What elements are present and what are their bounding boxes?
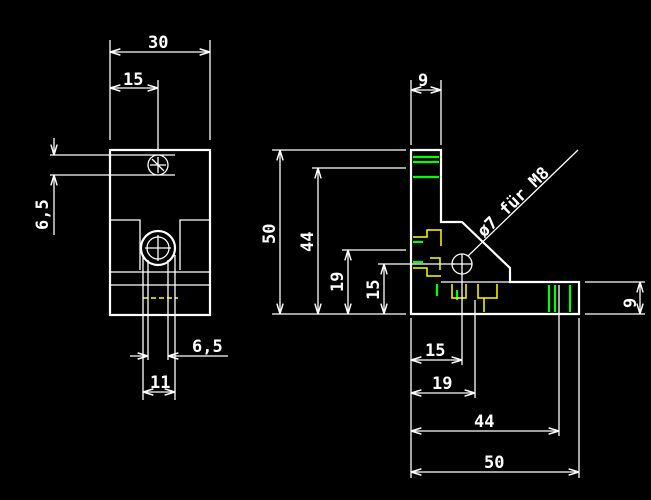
- dim-side-height: 50: [260, 224, 280, 244]
- front-upper-hole-symbol: [147, 154, 169, 176]
- dim-side-hole-44: 44: [298, 232, 318, 252]
- dim-bottom-44: 44: [474, 412, 494, 432]
- side-view-outline: [409, 148, 581, 316]
- front-view: 30 15 6,5 6,5 11: [33, 33, 228, 400]
- front-view-slot: [110, 219, 210, 270]
- dim-side-hole-19: 19: [328, 272, 348, 292]
- dim-front-hole-y: 6,5: [33, 199, 53, 230]
- dim-side-thickness-top: 9: [418, 71, 428, 91]
- dim-side-thickness-right: 9: [621, 298, 641, 308]
- callout-leader: [467, 149, 579, 257]
- callout-thread-size: ø7 für M8: [474, 163, 554, 241]
- side-hidden-lines: [413, 229, 498, 312]
- dim-front-width: 30: [148, 33, 168, 53]
- dim-front-slot-width: 11: [150, 373, 170, 393]
- dim-front-slot-offset: 6,5: [192, 337, 223, 357]
- side-thread-marks: [413, 155, 572, 312]
- front-view-outline: [108, 148, 212, 317]
- side-view: ø7 für M8 9 50 44 19 15 9 15: [260, 71, 645, 478]
- dim-bottom-19: 19: [432, 374, 452, 394]
- dim-side-hole-15: 15: [364, 280, 384, 300]
- dim-front-hole-x: 15: [123, 70, 143, 90]
- dim-bottom-50: 50: [484, 453, 504, 473]
- dim-bottom-15: 15: [425, 341, 445, 361]
- front-lower-thread-symbol: [139, 229, 177, 267]
